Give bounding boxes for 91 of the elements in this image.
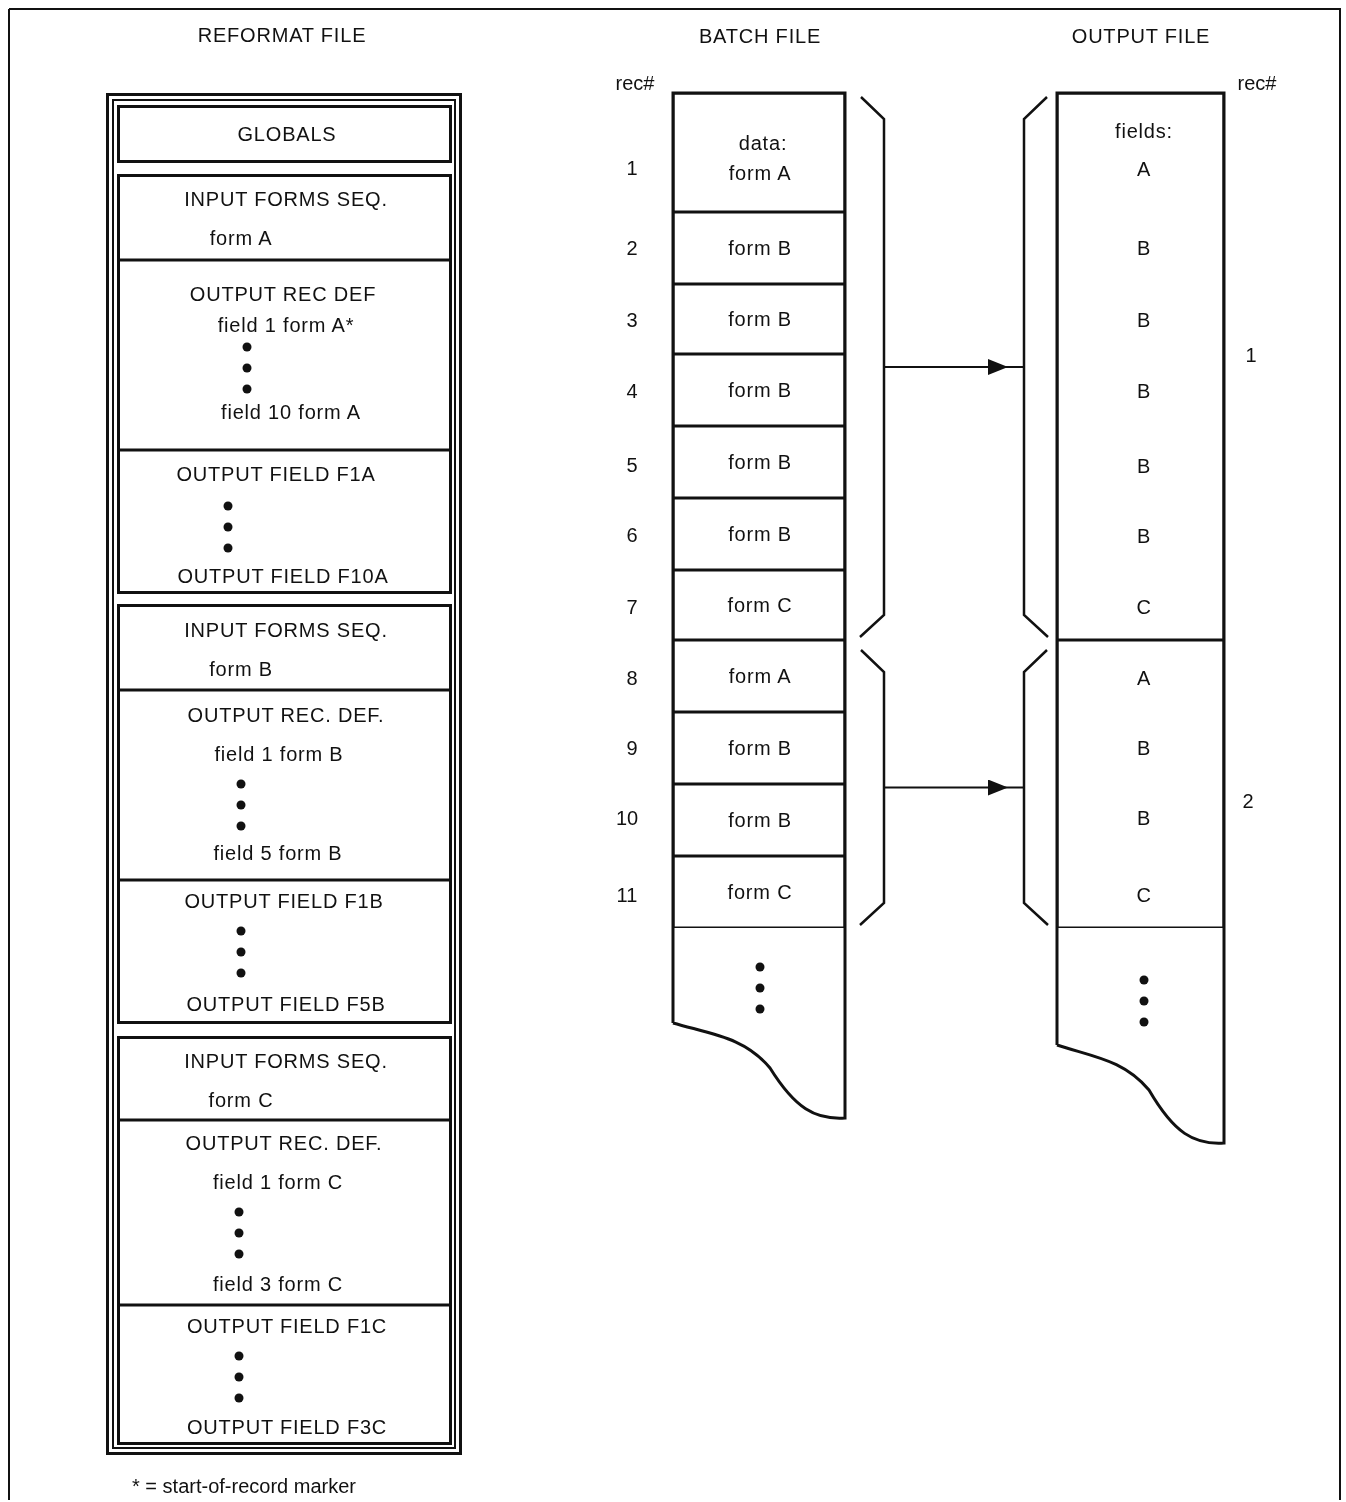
bracket: [858, 95, 888, 639]
box-text: INPUT FORMS SEQ.: [184, 619, 388, 641]
box-text: A: [1136, 158, 1152, 180]
section-box: [117, 1036, 452, 1445]
box-text: A: [1136, 667, 1152, 689]
column-label: rec#: [615, 72, 655, 94]
box-text: field 10 form A: [221, 401, 361, 423]
box-text: form B: [728, 237, 792, 259]
box-text: C: [1136, 884, 1152, 906]
box-text: field 1 form A*: [217, 314, 355, 336]
section-box: [117, 105, 452, 163]
record-box: [673, 93, 845, 212]
record-number: 1: [1245, 344, 1257, 366]
box-text: data:: [738, 132, 788, 154]
record-number: 2: [626, 237, 638, 259]
box-text: field 1 form C: [212, 1171, 344, 1193]
section-box: [117, 604, 452, 1024]
box-text: form B: [728, 379, 792, 401]
box-text: form C: [727, 881, 793, 903]
record-number: 3: [626, 309, 638, 331]
record-number: 1: [626, 157, 638, 179]
box-text: form C: [208, 1089, 274, 1111]
box-text: form B: [728, 737, 792, 759]
box-text: OUTPUT REC. DEF.: [187, 704, 385, 726]
box-text: OUTPUT FIELD F1C: [186, 1315, 388, 1337]
box-text: form B: [728, 451, 792, 473]
record-box: [673, 498, 845, 570]
box-text: form B: [728, 809, 792, 831]
definition-box: [117, 260, 452, 450]
box-text: C: [1136, 596, 1152, 618]
box-text: form C: [727, 594, 793, 616]
box-text: field 3 form C: [212, 1273, 344, 1295]
record-box: [673, 212, 845, 284]
record-box: [673, 784, 845, 856]
box-text: form B: [728, 523, 792, 545]
box-text: field 1 form B: [214, 743, 344, 765]
box-text: OUTPUT FIELD F10A: [177, 565, 389, 587]
arrow: [883, 779, 1025, 796]
bracket: [1020, 95, 1050, 639]
record-box: [673, 712, 845, 784]
box-text: OUTPUT FIELD F1A: [176, 463, 376, 485]
record-number: 10: [615, 807, 639, 829]
arrow: [883, 359, 1025, 375]
record-box: [673, 354, 845, 426]
box-text: OUTPUT REC DEF: [189, 283, 377, 305]
box-text: form B: [209, 658, 273, 680]
definition-box: [117, 1120, 452, 1305]
footnote: * = start-of-record marker: [132, 1475, 356, 1497]
box-text: INPUT FORMS SEQ.: [184, 1050, 388, 1072]
section-box: [117, 174, 452, 594]
record-box: [673, 856, 845, 928]
record-number: 6: [626, 524, 638, 546]
record-box: [1057, 640, 1224, 928]
box-text: B: [1136, 237, 1152, 259]
box-text: OUTPUT REC. DEF.: [185, 1132, 383, 1154]
column-heading: BATCH FILE: [698, 25, 822, 47]
record-box: [673, 640, 845, 712]
record-box: [673, 570, 845, 640]
box-text: B: [1136, 807, 1152, 829]
box-text: B: [1136, 525, 1152, 547]
bracket: [1020, 648, 1050, 927]
record-box: [673, 284, 845, 354]
record-number: 4: [626, 380, 638, 402]
bracket: [858, 648, 888, 927]
record-box: [673, 426, 845, 498]
box-text: OUTPUT FIELD F1B: [184, 890, 384, 912]
box-text: form B: [728, 308, 792, 330]
box-text: B: [1136, 309, 1152, 331]
box-text: B: [1136, 380, 1152, 402]
box-text: GLOBALS: [237, 123, 337, 145]
box-text: OUTPUT FIELD F5B: [186, 993, 386, 1015]
box-text: B: [1136, 737, 1152, 759]
record-number: 5: [626, 454, 638, 476]
column-label: rec#: [1237, 72, 1277, 94]
box-text: INPUT FORMS SEQ.: [184, 188, 388, 210]
box-text: fields:: [1115, 120, 1173, 142]
record-number: 2: [1242, 790, 1254, 812]
record-number: 9: [626, 737, 638, 759]
box-text: form A: [728, 665, 792, 687]
column-heading: OUTPUT FILE: [1071, 25, 1211, 47]
box-text: field 5 form B: [213, 842, 343, 864]
column-heading: REFORMAT FILE: [197, 24, 367, 46]
definition-box: [117, 690, 452, 880]
box-text: form A: [728, 162, 792, 184]
box-text: OUTPUT FIELD F3C: [186, 1416, 388, 1438]
record-number: 7: [626, 596, 638, 618]
box-text: B: [1136, 455, 1152, 477]
record-box: [1057, 93, 1224, 640]
record-number: 8: [626, 667, 638, 689]
record-number: 11: [616, 884, 638, 906]
box-text: form A: [209, 227, 273, 249]
